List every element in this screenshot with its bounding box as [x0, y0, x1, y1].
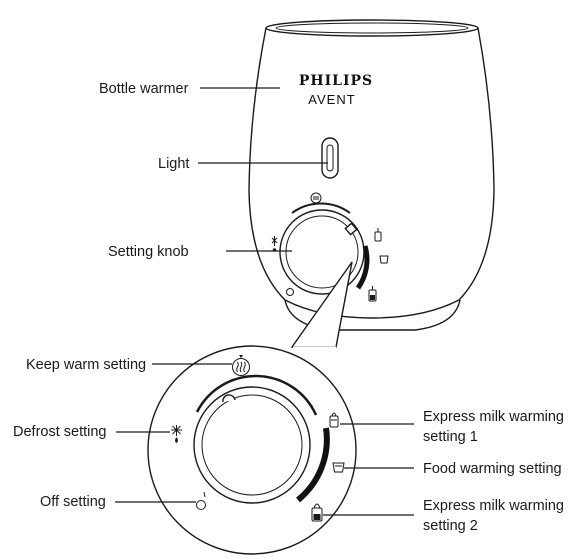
small-keep-warm-icon: [310, 192, 322, 204]
indicator-light-inner: [326, 144, 334, 172]
small-express-milk-2-icon: [368, 286, 377, 302]
express-milk-1-icon: [329, 412, 339, 428]
device-rim: [265, 19, 479, 37]
defrost-icon: [171, 425, 182, 443]
food-warming-icon: [332, 462, 345, 473]
label-express-milk-2-line2: setting 2: [423, 518, 478, 534]
label-defrost: Defrost setting: [13, 424, 107, 440]
brand-philips: PHILIPS: [299, 73, 373, 89]
express-milk-2-icon: [311, 503, 323, 522]
brand-avent: AVENT: [308, 92, 355, 107]
device-rim-inner: [275, 22, 469, 34]
label-keep-warm: Keep warm setting: [26, 357, 146, 373]
label-light: Light: [158, 156, 189, 172]
keep-warm-icon: [232, 355, 250, 376]
label-bottle-warmer: Bottle warmer: [99, 81, 189, 97]
small-express-milk-1-icon: [374, 228, 382, 242]
indicator-light: [321, 137, 339, 179]
zoom-knob-heavy-arc: [296, 427, 330, 503]
zoom-knob-inner: [201, 394, 303, 496]
setting-knob-ring: [285, 215, 359, 289]
bottle-warmer-device: PHILIPS AVENT: [248, 19, 495, 331]
label-food-warming: Food warming setting: [423, 461, 562, 477]
label-express-milk-1-line2: setting 1: [423, 429, 478, 445]
small-food-warming-icon: [379, 255, 389, 264]
label-express-milk-1-line1: Express milk warming: [423, 409, 564, 425]
zoom-knob-arc: [195, 374, 318, 416]
setting-knob-heavy-arc: [355, 245, 370, 290]
zoom-knob-pointer: [222, 394, 236, 403]
label-setting-knob: Setting knob: [108, 244, 189, 260]
zoom-knob-outer: [193, 386, 311, 504]
zoom-knob: [193, 374, 330, 504]
label-express-milk-2-line1: Express milk warming: [423, 498, 564, 514]
setting-knob-pointer: [344, 222, 358, 236]
label-off: Off setting: [40, 494, 106, 510]
small-off-icon: [286, 288, 294, 296]
off-icon: [196, 491, 206, 510]
setting-knob-arc: [291, 202, 351, 214]
